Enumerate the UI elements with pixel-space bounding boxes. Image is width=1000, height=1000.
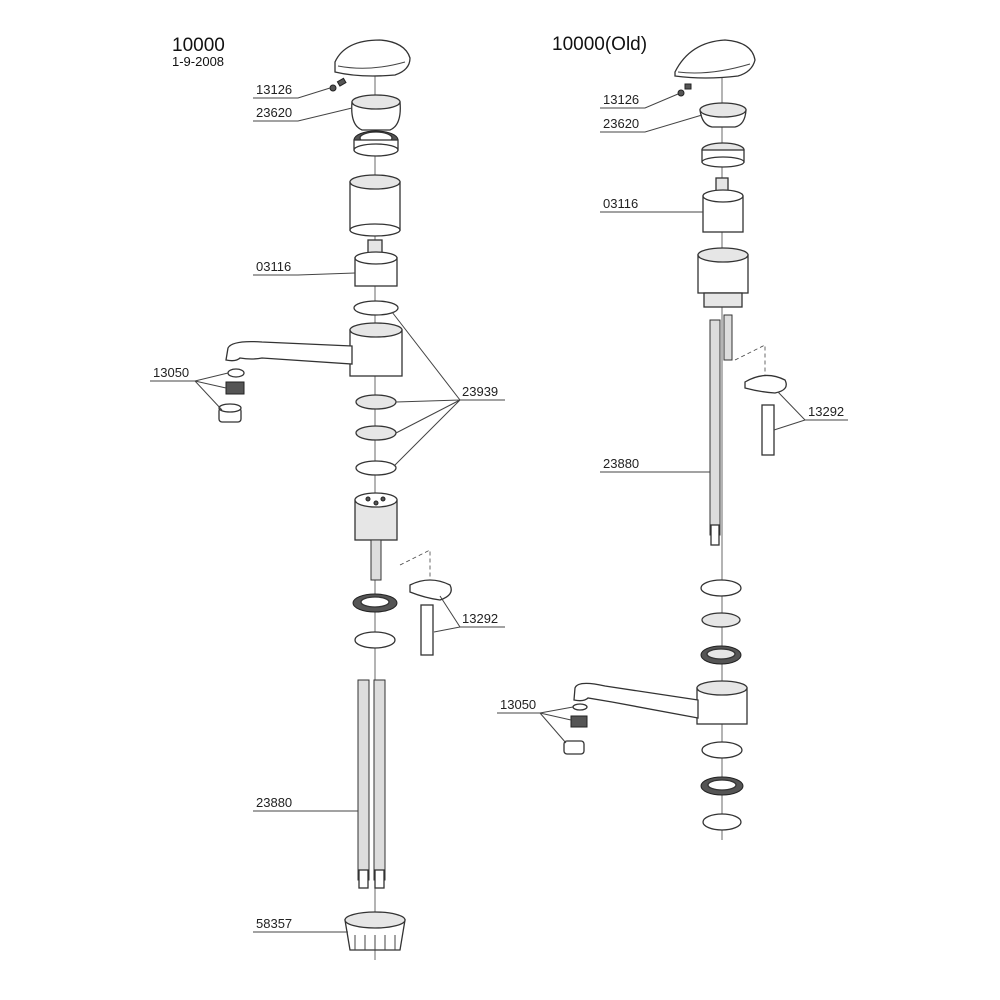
label-23880: 23880 [253, 795, 358, 812]
left-assembly: 10000 1-9-2008 [150, 35, 505, 960]
label-03116: 03116 [253, 259, 356, 276]
right-model-title: 10000(Old) [552, 34, 647, 55]
label-23620: 23620 [253, 105, 353, 122]
cap-dome [351, 101, 401, 131]
clamp-plate [409, 579, 452, 601]
svg-text:13126: 13126 [603, 92, 639, 107]
label-13292-old: 13292 [773, 391, 848, 431]
flex-hose [357, 679, 370, 881]
svg-text:13292: 13292 [462, 611, 498, 626]
label-13292: 13292 [433, 595, 505, 633]
svg-text:23880: 23880 [603, 456, 639, 471]
spout-arm [573, 682, 699, 719]
flex-hose [709, 319, 721, 536]
label-13050-old: 13050 [497, 697, 574, 744]
svg-text:03116: 03116 [603, 196, 638, 211]
svg-text:23880: 23880 [256, 795, 292, 810]
label-58357: 58357 [253, 916, 348, 933]
label-13126-old: 13126 [600, 92, 679, 109]
label-23880-old: 23880 [600, 456, 710, 473]
label-13050: 13050 [150, 365, 229, 411]
flex-hose [373, 679, 386, 881]
label-03116-old: 03116 [600, 196, 703, 213]
right-assembly: 10000(Old) [497, 34, 848, 840]
svg-text:23939: 23939 [462, 384, 498, 399]
svg-text:13292: 13292 [808, 404, 844, 419]
left-date: 1-9-2008 [172, 54, 224, 69]
set-screw-icon [329, 84, 337, 92]
clamp-plate [744, 374, 787, 394]
label-23939: 23939 [391, 311, 505, 467]
svg-text:13050: 13050 [153, 365, 189, 380]
spout-arm [225, 340, 353, 365]
svg-text:13050: 13050 [500, 697, 536, 712]
left-model-title: 10000 [172, 35, 225, 56]
svg-text:03116: 03116 [256, 259, 291, 274]
svg-text:23620: 23620 [256, 105, 292, 120]
label-23620-old: 23620 [600, 114, 703, 133]
svg-text:23620: 23620 [603, 116, 639, 131]
lever-handle [334, 39, 411, 77]
svg-text:13126: 13126 [256, 82, 292, 97]
flex-hose [723, 314, 733, 361]
svg-text:58357: 58357 [256, 916, 292, 931]
label-13126: 13126 [253, 82, 331, 99]
